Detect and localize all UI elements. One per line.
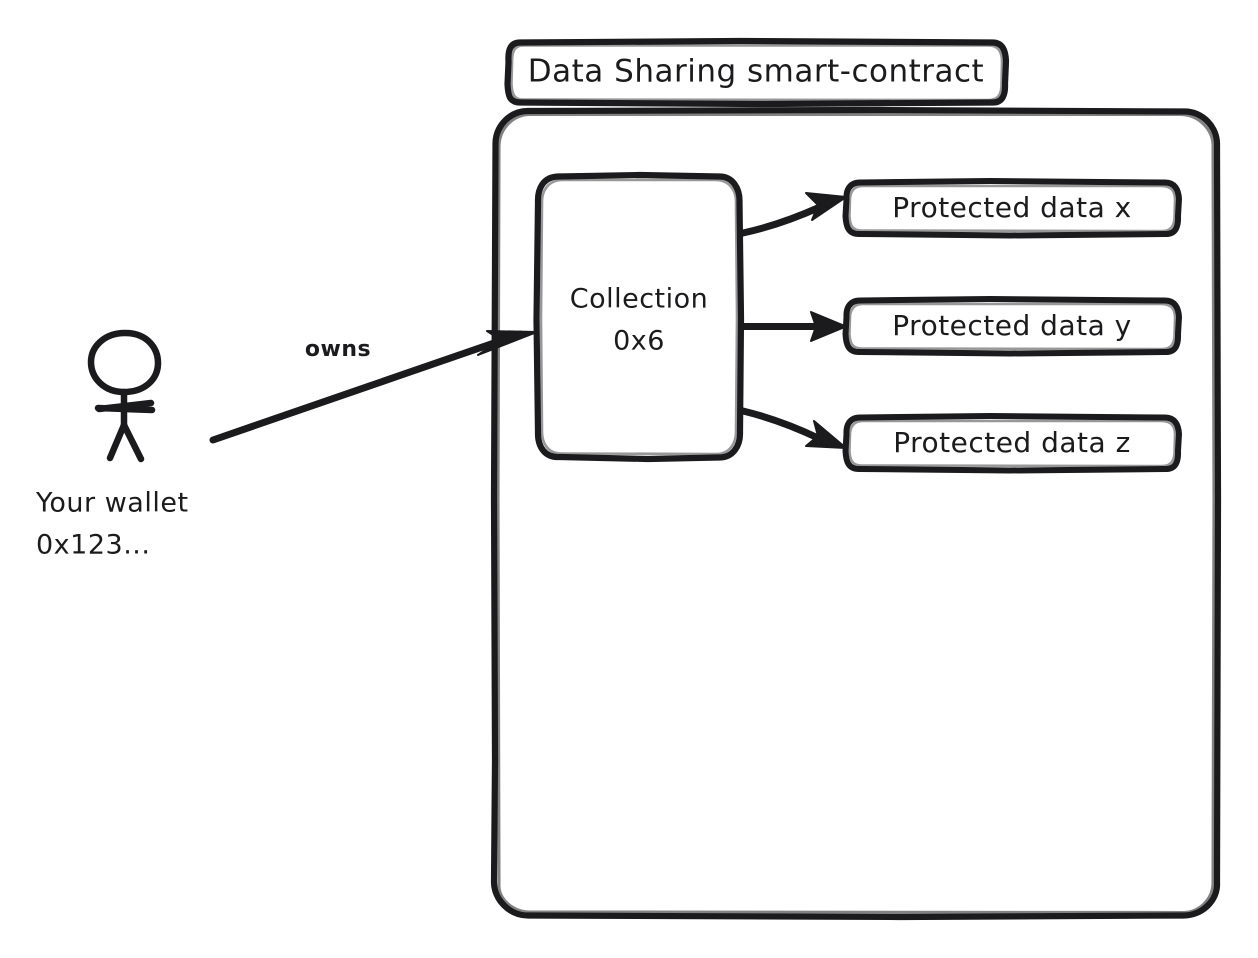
contract-title-text: Data Sharing smart-contract (528, 54, 984, 90)
arrow-collection-to-data-z (739, 407, 847, 449)
stick-figure-icon (87, 329, 162, 463)
wallet-caption: Your wallet 0x123... (35, 488, 189, 561)
arrow-collection-to-data-y (739, 311, 847, 342)
contract-title-box[interactable]: Data Sharing smart-contract (504, 37, 1010, 108)
wallet-name-line1: Your wallet (35, 488, 189, 519)
protected-data-box-x[interactable]: Protected data x (842, 178, 1182, 239)
protected-data-y-label: Protected data y (892, 309, 1131, 342)
arrow-collection-to-data-x (739, 192, 847, 237)
collection-node[interactable]: Collection 0x6 (533, 171, 745, 463)
arrow-wallet-owns-collection: owns (209, 330, 538, 444)
collection-label-line2: 0x6 (613, 326, 665, 357)
protected-data-x-label: Protected data x (892, 191, 1131, 224)
protected-data-box-y[interactable]: Protected data y (842, 296, 1182, 357)
edge-label-owns: owns (305, 337, 371, 362)
collection-label-line1: Collection (570, 284, 709, 315)
wallet-address-line2: 0x123... (36, 530, 150, 561)
protected-data-z-label: Protected data z (893, 426, 1131, 459)
protected-data-box-z[interactable]: Protected data z (842, 413, 1182, 474)
